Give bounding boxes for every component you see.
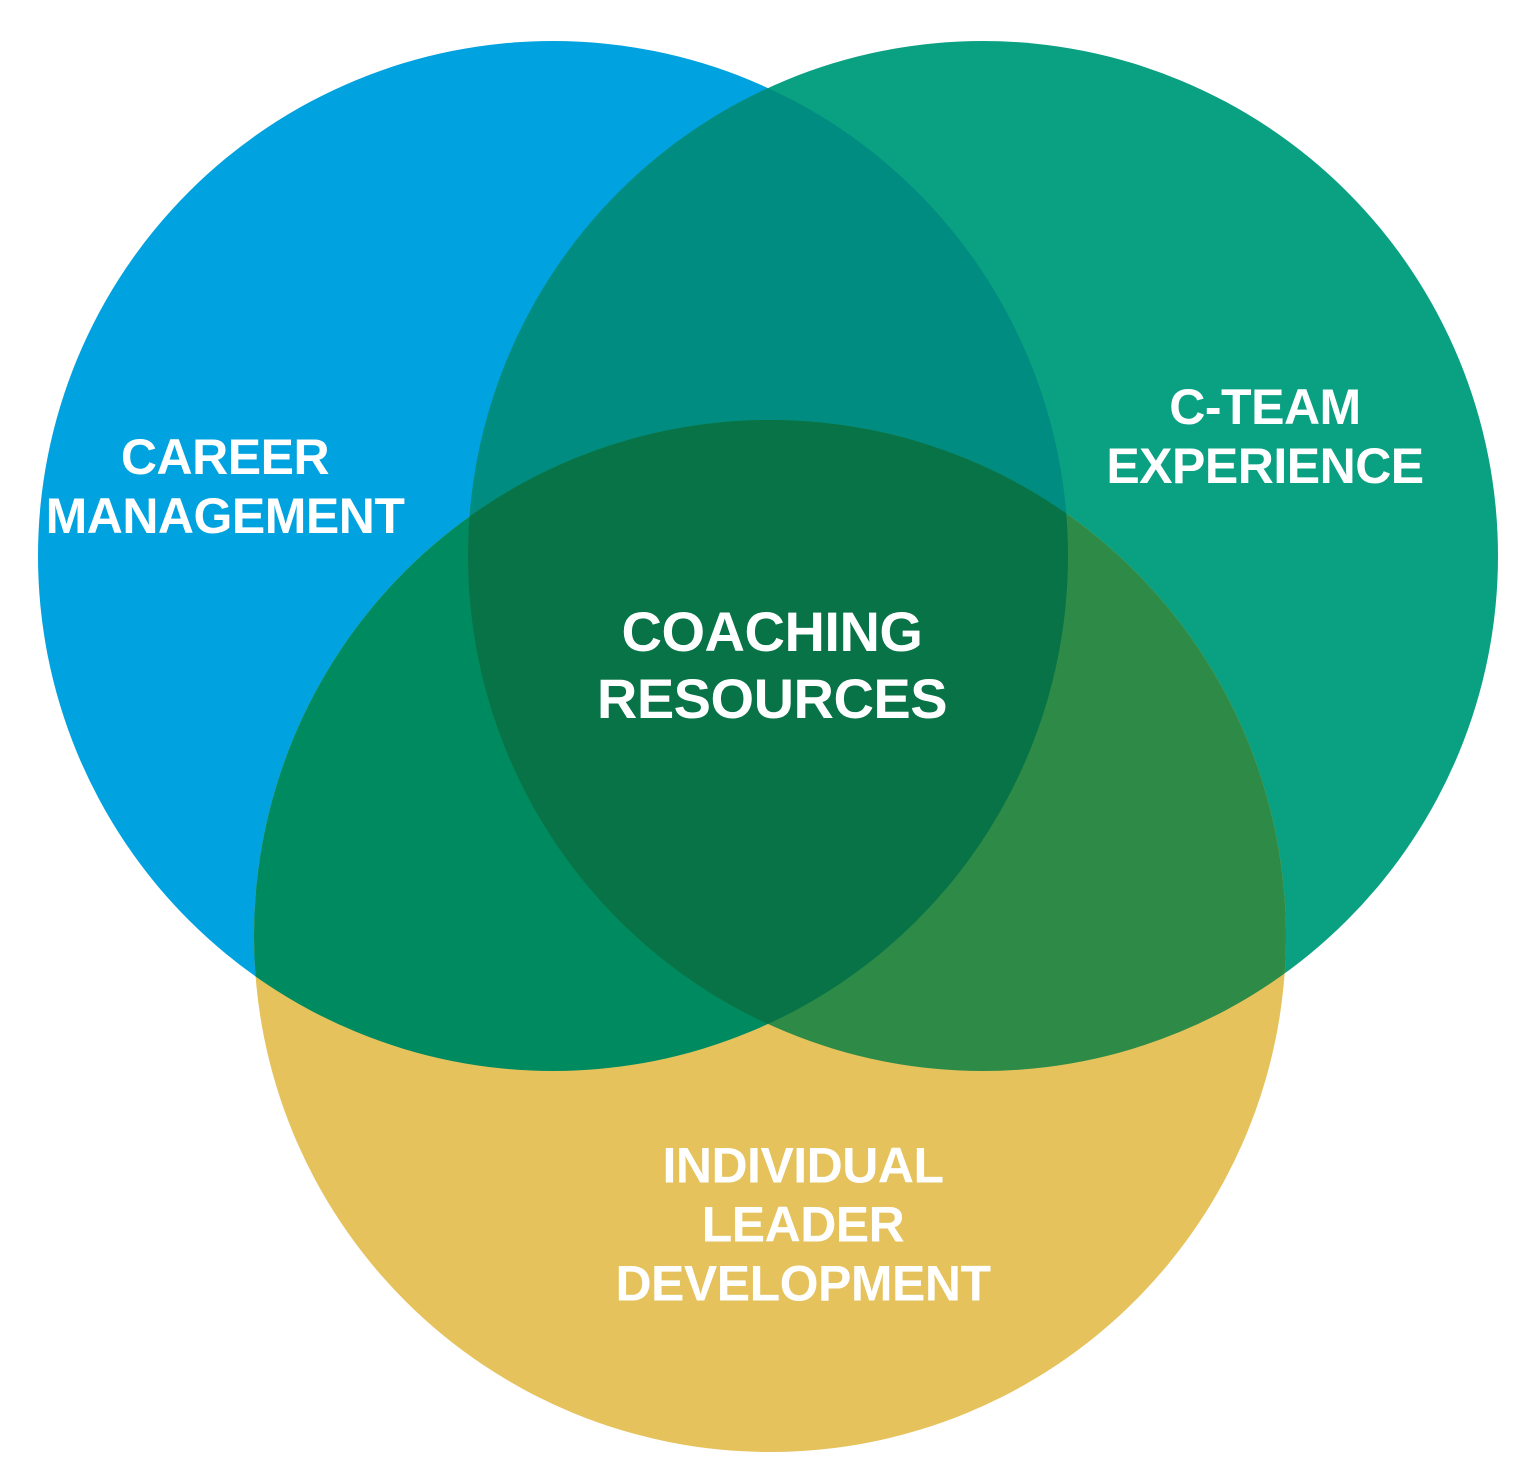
individual-leader-development-label: INDIVIDUAL LEADER DEVELOPMENT (615, 1137, 991, 1312)
triple-overlap (468, 420, 1068, 1071)
career-management-label: CAREER MANAGEMENT (45, 429, 405, 544)
c-team-experience-label: C-TEAM EXPERIENCE (1106, 379, 1424, 494)
coaching-resources-label: COACHING RESOURCES (596, 599, 948, 730)
